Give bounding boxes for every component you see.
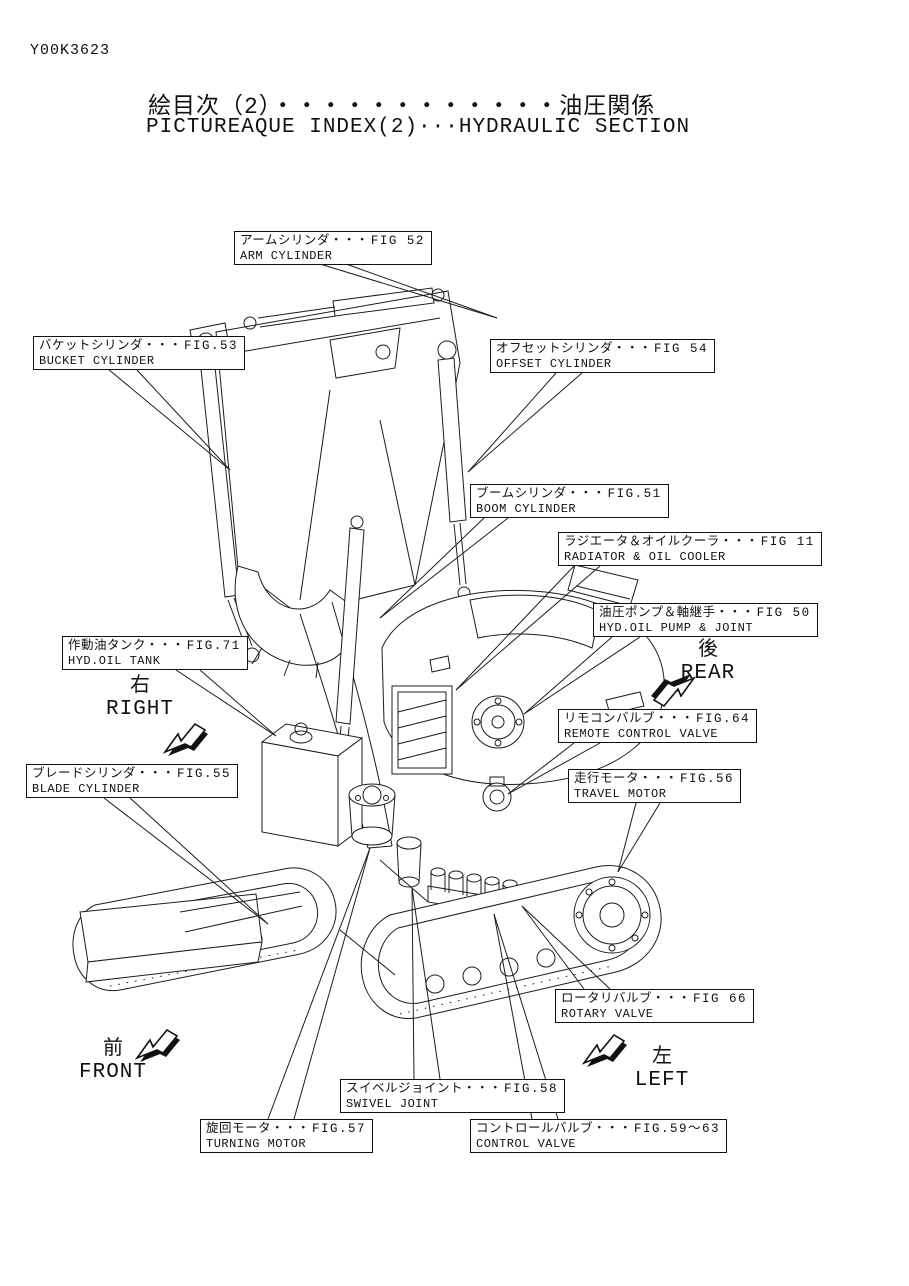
arm-frame-part (215, 290, 461, 615)
callout-label-ja: 走行モータ・・・FIG.56 (574, 772, 735, 786)
callout-label-ja: オフセットシリンダ・・・FIG 54 (496, 342, 709, 356)
direction-right-en: RIGHT (105, 698, 174, 721)
direction-rear-en: REAR (680, 662, 736, 685)
callout-turning-motor: 旋回モータ・・・FIG.57 TURNING MOTOR (200, 1119, 374, 1153)
callout-hyd-oil-pump-joint: 油圧ポンプ＆軸継手・・・FIG 50 HYD.OIL PUMP & JOINT (593, 603, 818, 637)
callout-label-ja: ラジエータ＆オイルクーラ・・・FIG 11 (564, 535, 815, 549)
callout-label-en: TURNING MOTOR (206, 1136, 307, 1151)
callout-label-ja: アームシリンダ・・・FIG 52 (240, 234, 425, 248)
callout-label-ja: バケットシリンダ・・・FIG.53 (39, 339, 239, 353)
direction-front-en: FRONT (78, 1061, 147, 1084)
travel-motor-part (573, 876, 651, 954)
fig-ref: FIG.58 (504, 1082, 559, 1096)
turning-motor-part (348, 783, 396, 846)
callout-label-ja: ブームシリンダ・・・FIG.51 (476, 487, 662, 501)
direction-front: 前 FRONT (72, 1038, 154, 1085)
callout-label-en: HYD.OIL PUMP & JOINT (599, 620, 754, 635)
callout-label-en: HYD.OIL TANK (68, 653, 161, 668)
fig-ref: FIG.53 (184, 339, 239, 353)
fig-ref: FIG 66 (693, 992, 748, 1006)
hyd-oil-pump-part (471, 695, 525, 749)
hyd-oil-tank-part (260, 722, 364, 847)
callout-label-en: RADIATOR & OIL COOLER (564, 549, 726, 564)
direction-left-en: LEFT (634, 1069, 690, 1092)
callout-label-en: ROTARY VALVE (561, 1006, 654, 1021)
page-title-japanese: 絵目次（2）・・・・・・・・・・・・油圧関係 (148, 94, 656, 120)
callout-label-ja: 油圧ポンプ＆軸継手・・・FIG 50 (599, 606, 811, 620)
direction-rear-ja: 後 (698, 639, 718, 662)
callout-offset-cylinder: オフセットシリンダ・・・FIG 54 OFFSET CYLINDER (490, 339, 716, 373)
fig-ref: FIG 11 (760, 535, 815, 549)
callout-radiator-oil-cooler: ラジエータ＆オイルクーラ・・・FIG 11 RADIATOR & OIL COO… (558, 532, 822, 566)
left-direction-arrow-icon (583, 1034, 628, 1068)
callout-label-en: TRAVEL MOTOR (574, 786, 667, 801)
offset-cylinder-part (437, 340, 471, 600)
document-code: Y00K3623 (30, 42, 111, 59)
callout-label-en: SWIVEL JOINT (346, 1096, 439, 1111)
callout-bucket-cylinder: バケットシリンダ・・・FIG.53 BUCKET CYLINDER (33, 336, 246, 370)
callout-label-ja: 作動油タンク・・・FIG.71 (68, 639, 241, 653)
callout-label-en: BOOM CYLINDER (476, 501, 577, 516)
callout-label-en: ARM CYLINDER (240, 248, 333, 263)
callout-label-ja: ロータリバルブ・・・FIG 66 (561, 992, 748, 1006)
direction-left: 左 LEFT (628, 1046, 696, 1093)
callout-label-ja: 旋回モータ・・・FIG.57 (206, 1122, 367, 1136)
callout-label-ja: リモコンバルブ・・・FIG.64 (564, 712, 751, 726)
direction-front-ja: 前 (103, 1038, 123, 1061)
fig-ref: FIG.59～63 (634, 1122, 721, 1136)
callout-remote-control-valve: リモコンバルブ・・・FIG.64 REMOTE CONTROL VALVE (558, 709, 758, 743)
fig-ref: FIG.64 (696, 712, 751, 726)
callout-boom-cylinder: ブームシリンダ・・・FIG.51 BOOM CYLINDER (470, 484, 669, 518)
direction-right: 右 RIGHT (95, 675, 185, 722)
direction-left-ja: 左 (652, 1046, 672, 1069)
callout-blade-cylinder: ブレードシリンダ・・・FIG.55 BLADE CYLINDER (26, 764, 239, 798)
fig-ref: FIG.55 (177, 767, 232, 781)
fig-ref: FIG.51 (607, 487, 662, 501)
direction-right-ja: 右 (130, 675, 150, 698)
fig-ref: FIG 50 (756, 606, 811, 620)
callout-arm-cylinder: アームシリンダ・・・FIG 52 ARM CYLINDER (234, 231, 432, 265)
callout-label-en: OFFSET CYLINDER (496, 356, 612, 371)
swivel-joint-part (396, 836, 422, 888)
blade-part (79, 891, 303, 983)
callout-swivel-joint: スイベルジョイント・・・FIG.58 SWIVEL JOINT (340, 1079, 566, 1113)
callout-label-en: BLADE CYLINDER (32, 781, 140, 796)
remote-control-valve-part (482, 776, 512, 812)
direction-rear: 後 REAR (672, 639, 744, 686)
callout-label-ja: ブレードシリンダ・・・FIG.55 (32, 767, 232, 781)
callout-label-ja: コントロールバルブ・・・FIG.59～63 (476, 1122, 721, 1136)
callout-control-valve: コントロールバルブ・・・FIG.59～63 CONTROL VALVE (470, 1119, 728, 1153)
callout-label-en: BUCKET CYLINDER (39, 353, 155, 368)
radiator-part (391, 685, 453, 775)
fig-ref: FIG 54 (654, 342, 709, 356)
fig-ref: FIG.56 (680, 772, 735, 786)
fig-ref: FIG 52 (370, 234, 425, 248)
callout-label-en: REMOTE CONTROL VALVE (564, 726, 719, 741)
page-title-english: PICTUREAQUE INDEX(2)···HYDRAULIC SECTION (146, 116, 691, 139)
fig-ref: FIG.57 (312, 1122, 367, 1136)
callout-hyd-oil-tank: 作動油タンク・・・FIG.71 HYD.OIL TANK (62, 636, 248, 670)
right-direction-arrow-icon (164, 723, 209, 757)
callout-label-ja: スイベルジョイント・・・FIG.58 (346, 1082, 559, 1096)
fig-ref: FIG.71 (186, 639, 241, 653)
callout-travel-motor: 走行モータ・・・FIG.56 TRAVEL MOTOR (568, 769, 742, 803)
callout-rotary-valve: ロータリバルブ・・・FIG 66 ROTARY VALVE (555, 989, 755, 1023)
callout-label-en: CONTROL VALVE (476, 1136, 577, 1151)
